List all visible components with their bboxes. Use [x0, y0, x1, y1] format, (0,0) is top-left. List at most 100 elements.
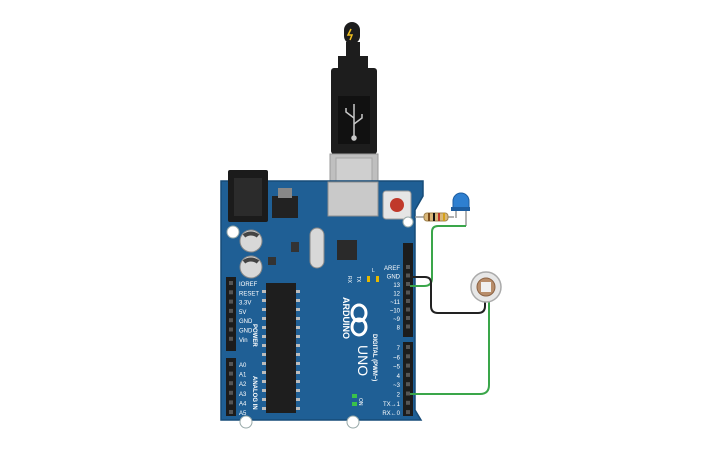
- wire-gnd-to-sensor[interactable]: [410, 276, 486, 314]
- pin-socket[interactable]: [406, 354, 410, 359]
- pin-socket[interactable]: [229, 318, 233, 323]
- atmega-chip: [266, 283, 296, 413]
- chip-pin: [296, 353, 300, 356]
- crystal: [309, 227, 325, 269]
- pin-socket[interactable]: [406, 265, 410, 269]
- pin-label: AREF: [384, 266, 400, 272]
- pin-label: A5: [239, 411, 247, 417]
- pin-socket[interactable]: [406, 391, 410, 396]
- pin-label: ~3: [393, 383, 401, 389]
- pin-label: ~9: [393, 317, 401, 323]
- pin-socket[interactable]: [406, 307, 410, 312]
- pin-label: 3.3V: [239, 301, 251, 307]
- pin-label: 8: [397, 326, 401, 332]
- pin-label: A2: [239, 382, 247, 388]
- pin-socket[interactable]: [406, 299, 410, 303]
- pin-label: ~6: [393, 355, 401, 361]
- cable-top: [344, 22, 360, 44]
- pin-label: 13: [393, 283, 400, 289]
- chip-pin: [296, 326, 300, 329]
- pin-socket[interactable]: [406, 324, 410, 329]
- chip-pin: [262, 380, 266, 383]
- pin-label: ~10: [390, 309, 401, 315]
- usb-icon: [345, 104, 363, 141]
- pin-socket[interactable]: [406, 410, 410, 415]
- pin-label: A3: [239, 392, 247, 398]
- l-label: L: [372, 268, 375, 274]
- chip-pin: [296, 389, 300, 392]
- pin-label: A0: [239, 363, 247, 369]
- digital-title: DIGITAL (PWM~): [371, 334, 377, 381]
- pin-socket[interactable]: [406, 273, 410, 278]
- chip-pin: [262, 335, 266, 338]
- pin-socket[interactable]: [229, 281, 233, 285]
- pin-socket[interactable]: [406, 372, 410, 377]
- arduino-board[interactable]: RX TX L ARDUINO UNO ON POWER ANALOG IN D…: [220, 170, 424, 429]
- chip-pin: [296, 362, 300, 365]
- chip-pin: [262, 317, 266, 320]
- chip-pin: [296, 344, 300, 347]
- analog-title: ANALOG IN: [251, 376, 257, 410]
- wire-sensor-to-pin2[interactable]: [410, 300, 490, 395]
- pin-socket[interactable]: [229, 362, 233, 366]
- power-header: [226, 277, 236, 351]
- pin-label: TX→1: [383, 402, 401, 408]
- pin-socket[interactable]: [406, 316, 410, 320]
- pin-socket[interactable]: [229, 410, 233, 414]
- pin-socket[interactable]: [406, 400, 410, 405]
- power-title: POWER: [251, 324, 257, 347]
- chip-pin: [262, 407, 266, 410]
- chip-pin: [296, 308, 300, 311]
- infinity-logo-icon: [350, 303, 368, 337]
- chip-pin: [262, 290, 266, 293]
- chip-pin: [296, 371, 300, 374]
- pin-socket[interactable]: [229, 290, 233, 295]
- chip-pin: [262, 353, 266, 356]
- pin-label: A4: [239, 401, 247, 407]
- pin-label: ~5: [393, 365, 401, 371]
- chip-pin: [296, 398, 300, 401]
- pin-socket[interactable]: [229, 371, 233, 376]
- pin-label: GND: [239, 319, 253, 325]
- model-label: UNO: [355, 345, 371, 376]
- pin-label: GND: [239, 329, 253, 335]
- photoresistor[interactable]: [470, 271, 502, 303]
- on-led: [352, 394, 357, 398]
- usb-chip: [337, 240, 357, 260]
- pin-socket[interactable]: [229, 308, 233, 313]
- chip-pin: [262, 398, 266, 401]
- chip-pin: [296, 335, 300, 338]
- pin-socket[interactable]: [229, 381, 233, 386]
- pin-label: 4: [397, 374, 401, 380]
- chip-pin: [262, 389, 266, 392]
- pin-label: RESET: [239, 291, 259, 297]
- pin-label: ~11: [390, 300, 400, 306]
- pin-label: RX←0: [382, 411, 400, 417]
- pin-socket[interactable]: [406, 282, 410, 286]
- brand-label: ARDUINO: [341, 297, 351, 339]
- pin-socket[interactable]: [229, 336, 233, 341]
- pin-socket[interactable]: [406, 382, 410, 387]
- resistor[interactable]: [415, 212, 454, 222]
- led[interactable]: [451, 192, 470, 226]
- pin-socket[interactable]: [229, 299, 233, 304]
- pin-socket[interactable]: [229, 400, 233, 405]
- mount-hole: [402, 216, 414, 228]
- pin-label: 7: [397, 346, 401, 352]
- pin-socket[interactable]: [229, 390, 233, 395]
- pin-socket[interactable]: [406, 363, 410, 368]
- pin-socket[interactable]: [406, 345, 410, 349]
- wires[interactable]: [410, 225, 490, 395]
- pin-label: Vin: [239, 338, 248, 344]
- chip-pin: [262, 299, 266, 302]
- pin-label: 12: [393, 292, 400, 298]
- chip-pin: [262, 326, 266, 329]
- pin-socket[interactable]: [406, 290, 410, 295]
- pin-socket[interactable]: [229, 327, 233, 332]
- chip-pin: [262, 344, 266, 347]
- wire-led-to-pin13[interactable]: [410, 225, 466, 287]
- chip-pin: [262, 308, 266, 311]
- mount-hole: [346, 415, 360, 429]
- chip-pin: [262, 371, 266, 374]
